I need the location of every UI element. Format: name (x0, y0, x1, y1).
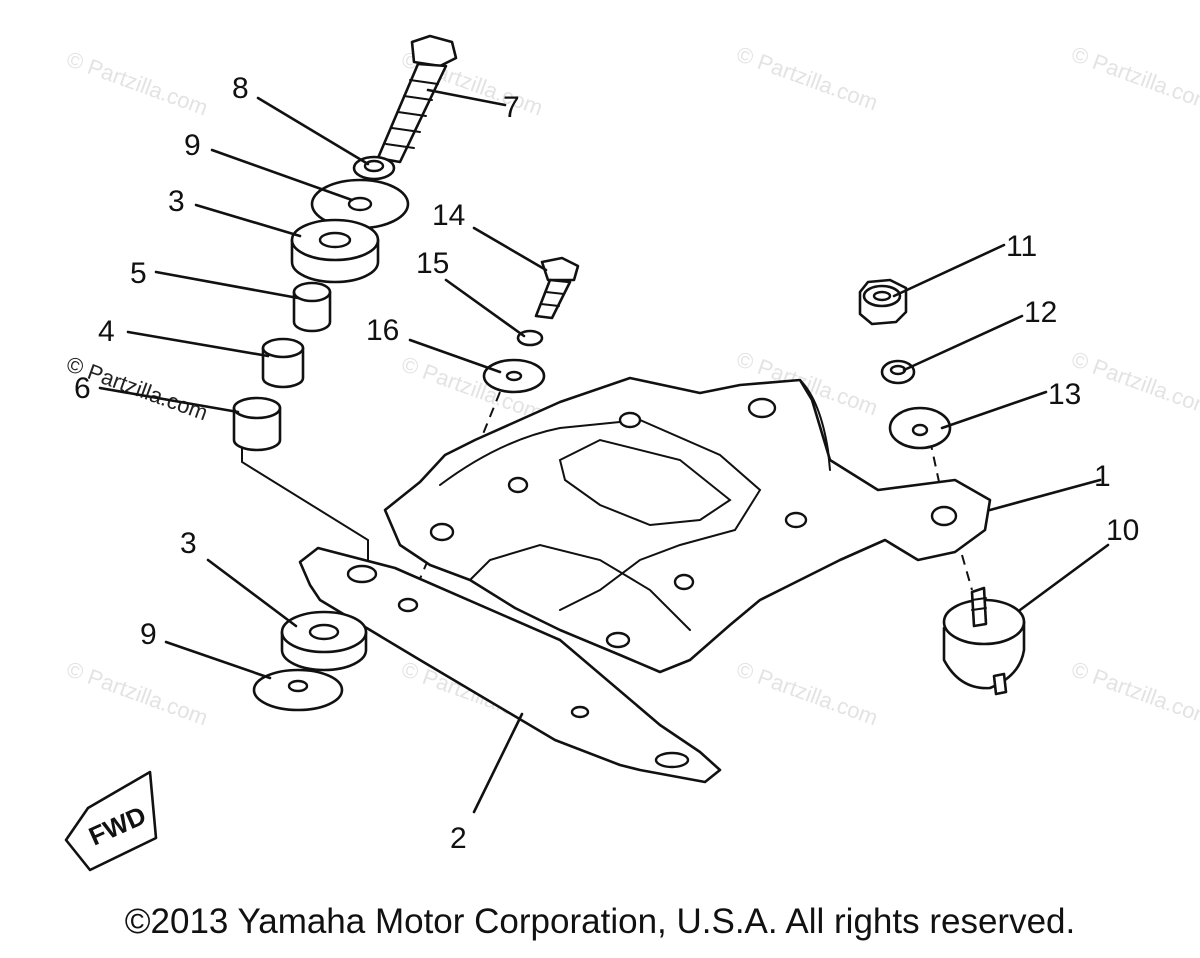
lock-washer-part-8 (352, 155, 396, 181)
callout-10: 10 (1106, 514, 1139, 547)
washer-part-12 (880, 359, 916, 385)
watermark: © Partzilla.com (733, 656, 881, 730)
callout-5: 5 (130, 257, 147, 290)
washer-part-16 (482, 358, 546, 394)
callout-4: 4 (98, 315, 115, 348)
watermark: © Partzilla.com (1068, 41, 1200, 115)
callout-3-upper: 3 (168, 185, 185, 218)
callout-labels: 7 8 9 3 5 4 6 14 15 16 11 12 13 1 10 3 9… (74, 72, 1139, 855)
damper-part-3-lower (280, 610, 368, 672)
callout-9-lower: 9 (140, 618, 157, 651)
collar-part-5 (292, 281, 332, 333)
watermark: © Partzilla.com (63, 46, 211, 120)
callout-2: 2 (450, 822, 467, 855)
collar-part-4 (261, 337, 305, 389)
callout-7: 7 (503, 91, 520, 124)
copyright-notice: ©2013 Yamaha Motor Corporation, U.S.A. A… (124, 902, 1076, 941)
washer-part-9-lower (252, 668, 344, 712)
watermark: © Partzilla.com (1068, 656, 1200, 730)
frame-bracket-part-1 (383, 376, 992, 674)
callout-8: 8 (232, 72, 249, 105)
callout-15: 15 (416, 247, 449, 280)
leader-lines (98, 88, 1110, 814)
collar-part-6 (232, 396, 282, 452)
watermark: © Partzilla.com (733, 41, 881, 115)
callout-13: 13 (1048, 378, 1081, 411)
fwd-arrow-icon: FWD (64, 770, 158, 872)
bolt-part-14 (534, 256, 580, 320)
callout-1: 1 (1094, 460, 1111, 493)
callout-6: 6 (74, 372, 91, 405)
callout-9-upper: 9 (184, 129, 201, 162)
callout-14: 14 (432, 199, 465, 232)
callout-12: 12 (1024, 296, 1057, 329)
watermark: © Partzilla.com (1068, 346, 1200, 420)
callout-11: 11 (1006, 230, 1037, 263)
washer-part-13 (888, 406, 952, 450)
callout-16: 16 (366, 314, 399, 347)
bolt-part-7 (376, 34, 458, 164)
rubber-mount-part-10 (942, 586, 1026, 696)
nut-part-11 (858, 278, 908, 326)
callout-3-lower: 3 (180, 527, 197, 560)
watermark: © Partzilla.com (63, 656, 211, 730)
damper-part-3-upper (290, 218, 380, 284)
